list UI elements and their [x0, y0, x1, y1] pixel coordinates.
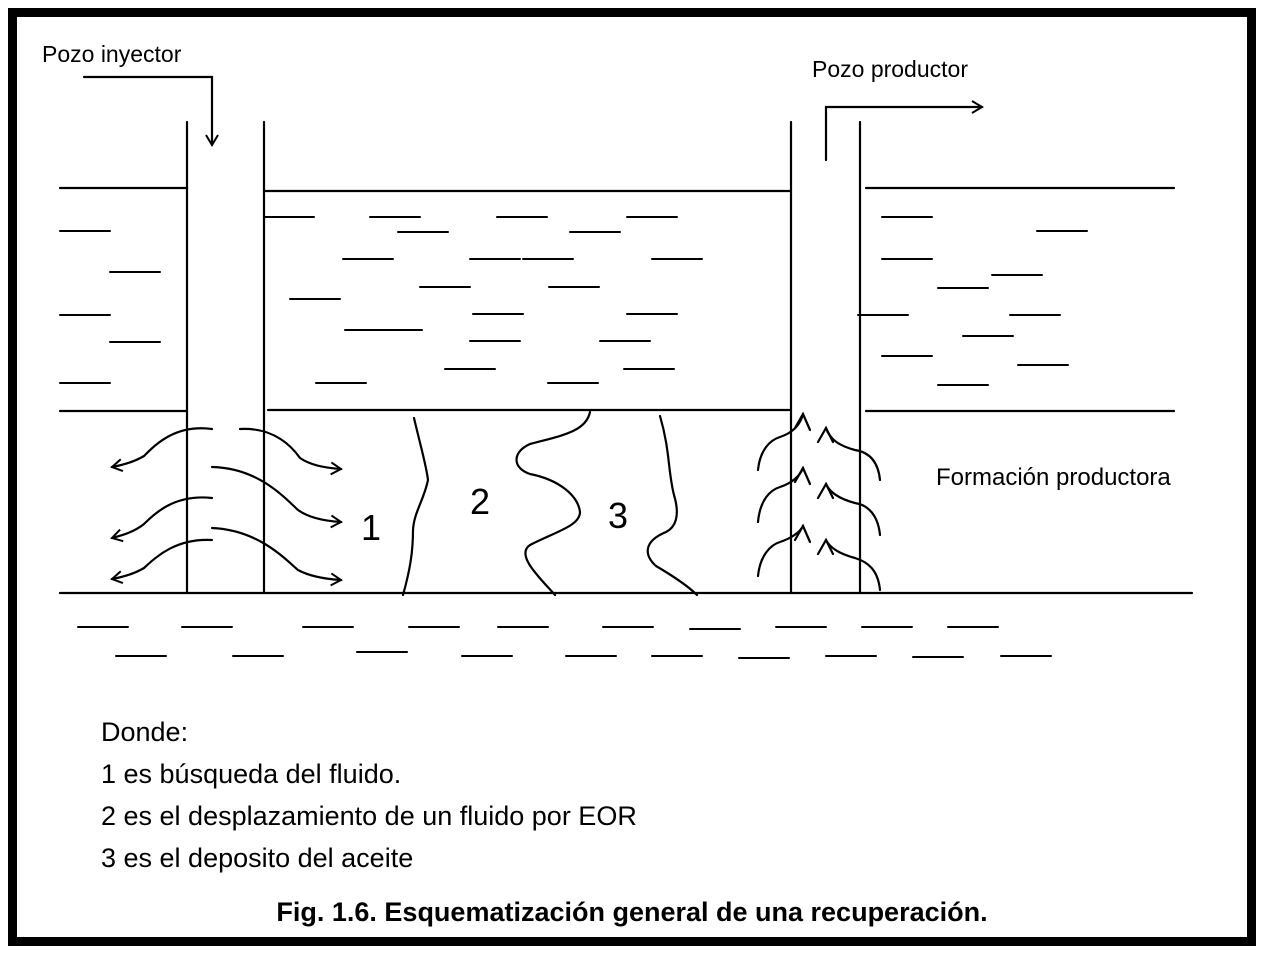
- cap-rock-dashes: [59, 216, 1088, 386]
- base-rock-dashes: [77, 626, 1052, 659]
- front-1: [401, 416, 430, 597]
- producer-outflow-arrow: [824, 100, 984, 162]
- injection-flow-arrows: [110, 427, 343, 587]
- legend-item-1: 1 es búsqueda del fluido.: [101, 759, 402, 789]
- zone-2-label: 2: [470, 481, 491, 522]
- producer-flow-arrows: [756, 411, 882, 592]
- figure-caption: Fig. 1.6. Esquematización general de una…: [276, 897, 988, 927]
- legend-item-3: 3 es el deposito del aceite: [101, 843, 414, 873]
- outer-frame: [8, 8, 1256, 946]
- producer-well-label: Pozo productor: [812, 56, 968, 82]
- legend: Donde: 1 es búsqueda del fluido. 2 es el…: [101, 711, 637, 879]
- injector-inflow-arrow: [82, 75, 219, 147]
- producing-formation-label: Formación productora: [936, 464, 1171, 491]
- legend-item-2: 2 es el desplazamiento de un fluido por …: [101, 801, 637, 831]
- inner-frame: [14, 14, 1250, 940]
- front-2: [515, 410, 592, 597]
- front-3: [646, 414, 699, 597]
- zone-1-label: 1: [361, 507, 382, 548]
- displacement-fronts: [401, 410, 699, 597]
- legend-heading: Donde:: [101, 717, 189, 747]
- injector-well-label: Pozo inyector: [42, 41, 182, 67]
- zone-3-label: 3: [608, 495, 629, 536]
